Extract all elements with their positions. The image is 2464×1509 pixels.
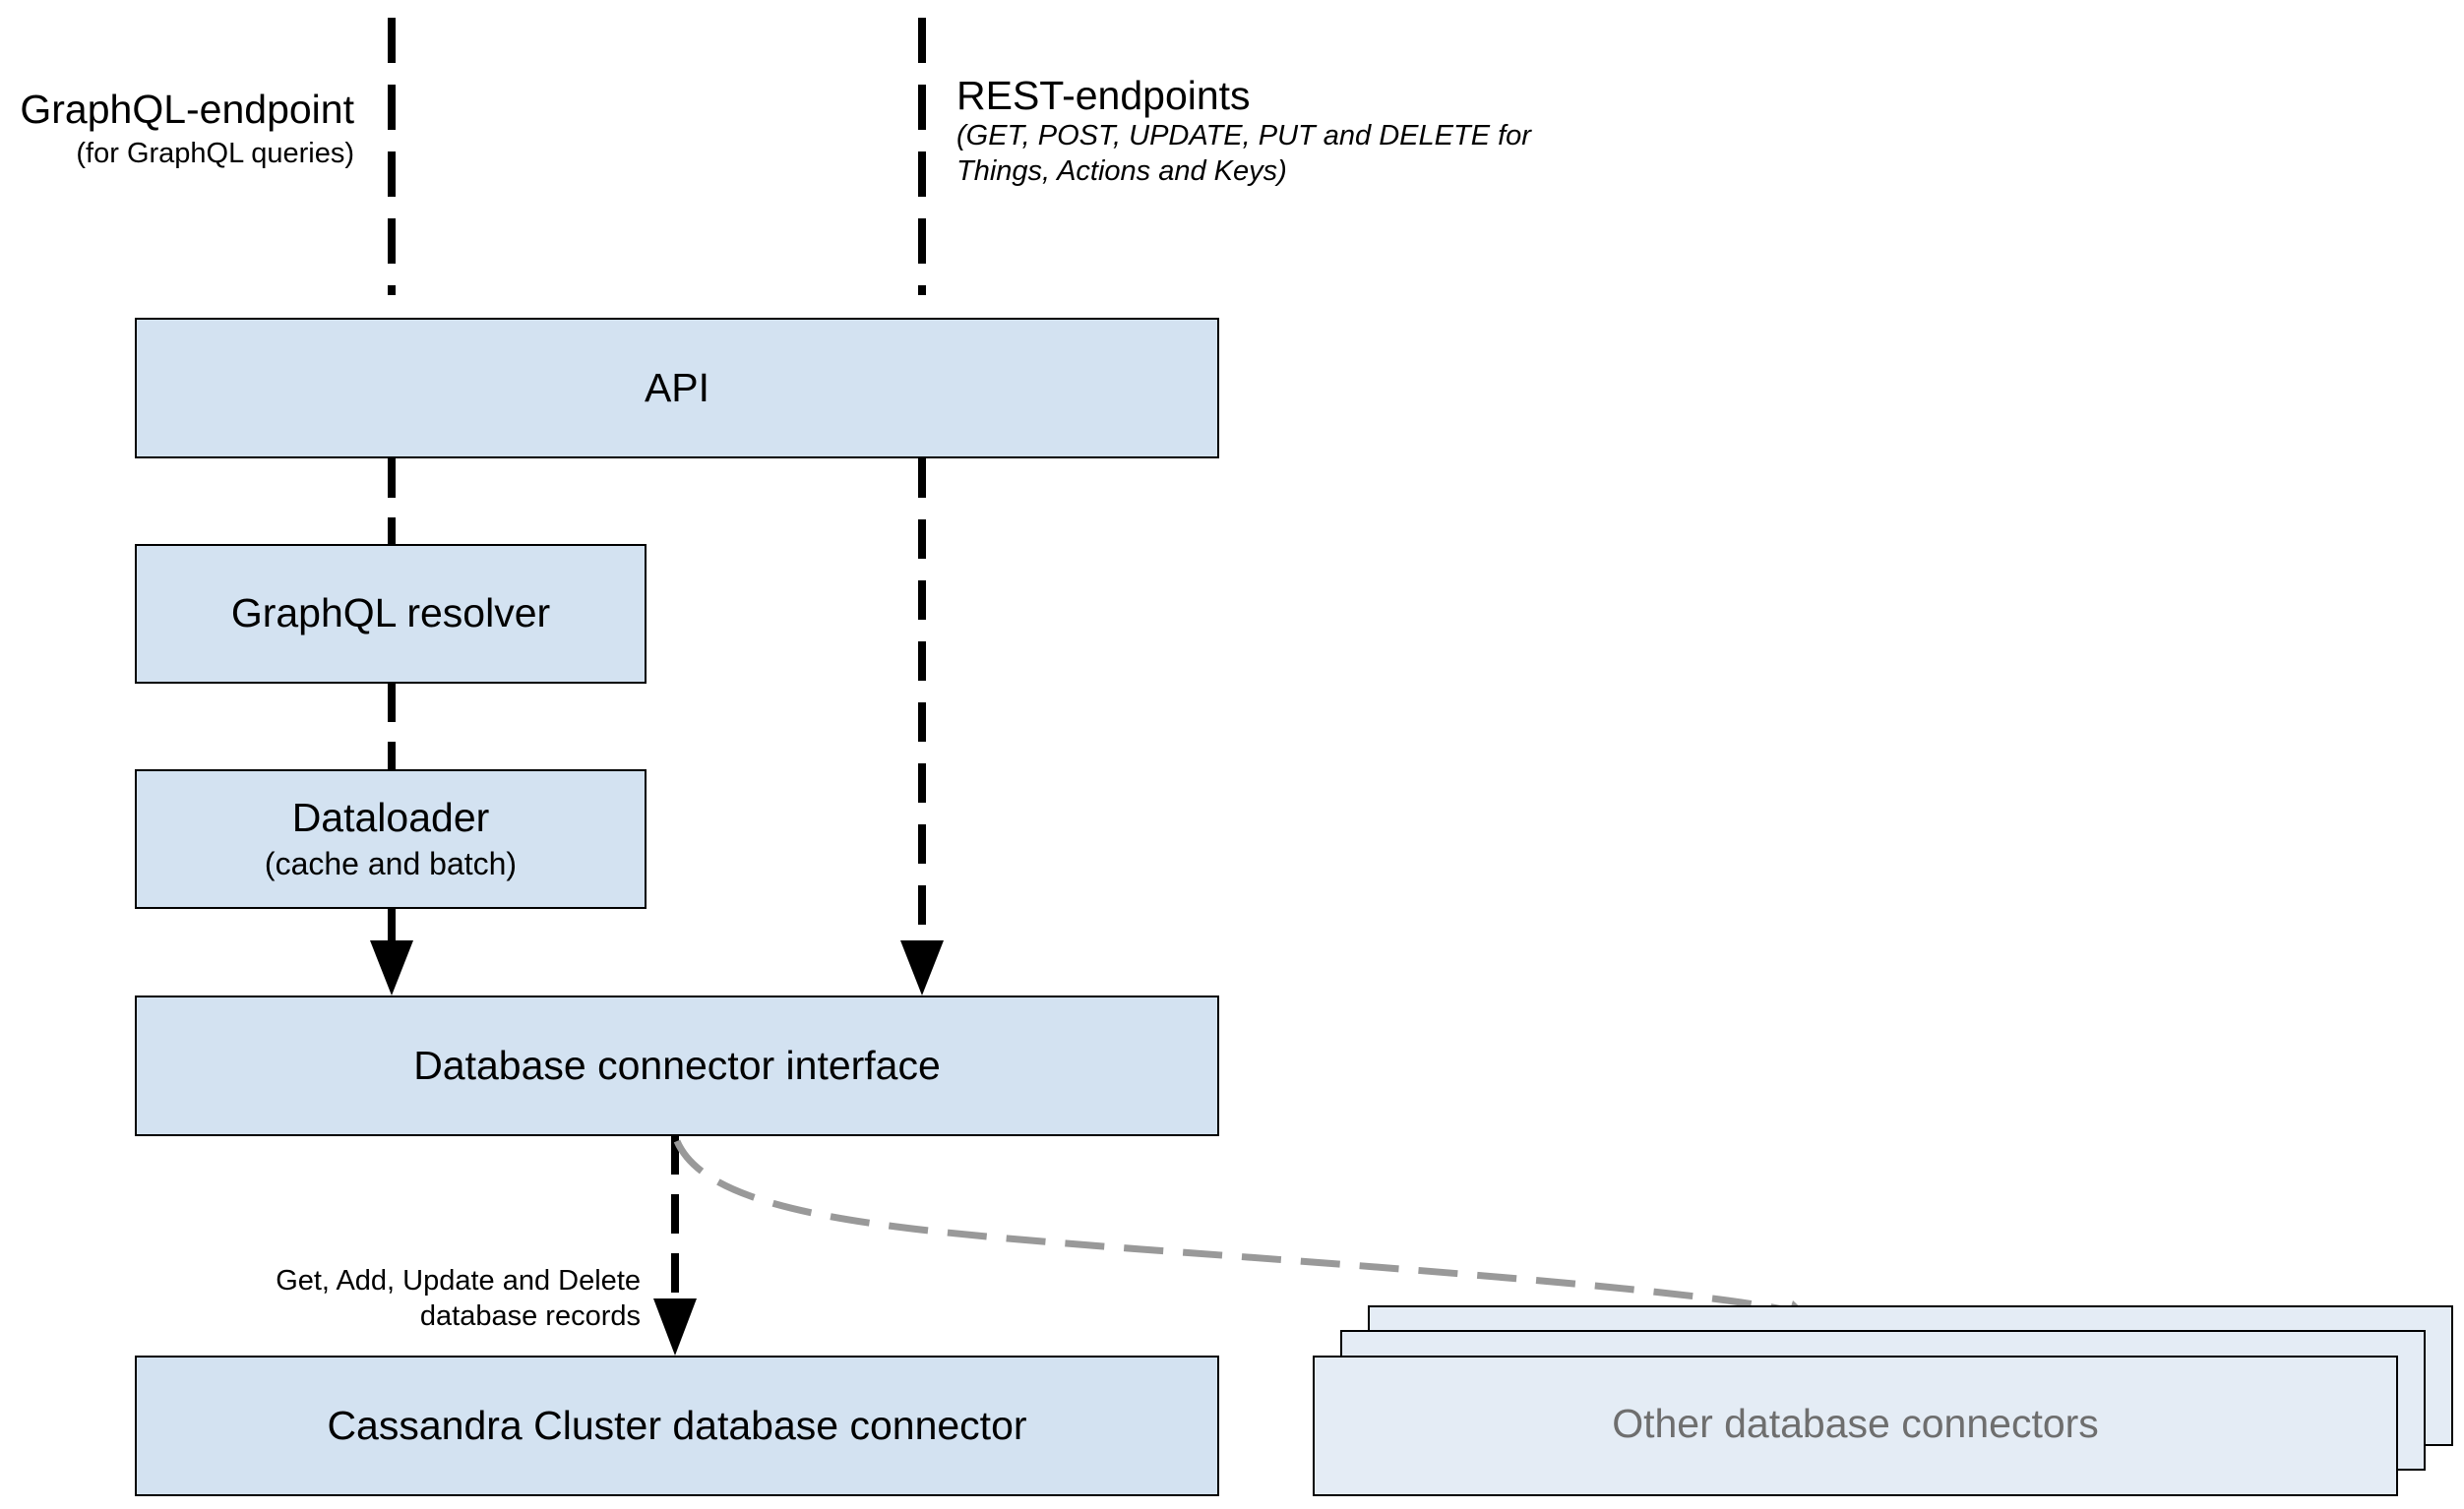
rest-arrowhead: [900, 940, 944, 996]
dataloader-box: Dataloader (cache and batch): [135, 769, 647, 909]
cassandra-arrowhead: [653, 1298, 697, 1356]
graphql-endpoint-title: GraphQL-endpoint: [20, 87, 354, 132]
dataloader-label: Dataloader: [291, 795, 490, 841]
crud-edge-label-line1: Get, Add, Update and Delete: [276, 1265, 641, 1297]
db-interface-box: Database connector interface: [135, 996, 1219, 1136]
other-connectors-label: Other database connectors: [1612, 1401, 2099, 1446]
crud-edge-label-line2: database records: [419, 1300, 641, 1332]
interface-to-other-line: [673, 1139, 1802, 1317]
graphql-endpoint-note: (for GraphQL queries): [76, 138, 354, 169]
other-connector-stack-front: [1313, 1356, 2398, 1496]
db-interface-label: Database connector interface: [413, 1042, 941, 1088]
api-label: API: [644, 364, 710, 410]
rest-endpoint-title: REST-endpoints: [956, 73, 1251, 118]
graphql-resolver-label: GraphQL resolver: [230, 590, 551, 636]
dataloader-note: (cache and batch): [264, 846, 518, 882]
cassandra-connector-box: Cassandra Cluster database connector: [135, 1356, 1219, 1496]
api-box: API: [135, 318, 1219, 458]
rest-endpoint-note-line1: (GET, POST, UPDATE, PUT and DELETE for: [956, 120, 1531, 151]
graphql-resolver-box: GraphQL resolver: [135, 544, 647, 684]
cassandra-connector-label: Cassandra Cluster database connector: [327, 1402, 1027, 1448]
rest-endpoint-note-line2: Things, Actions and Keys): [956, 155, 1287, 187]
dataloader-arrowhead: [370, 940, 413, 996]
